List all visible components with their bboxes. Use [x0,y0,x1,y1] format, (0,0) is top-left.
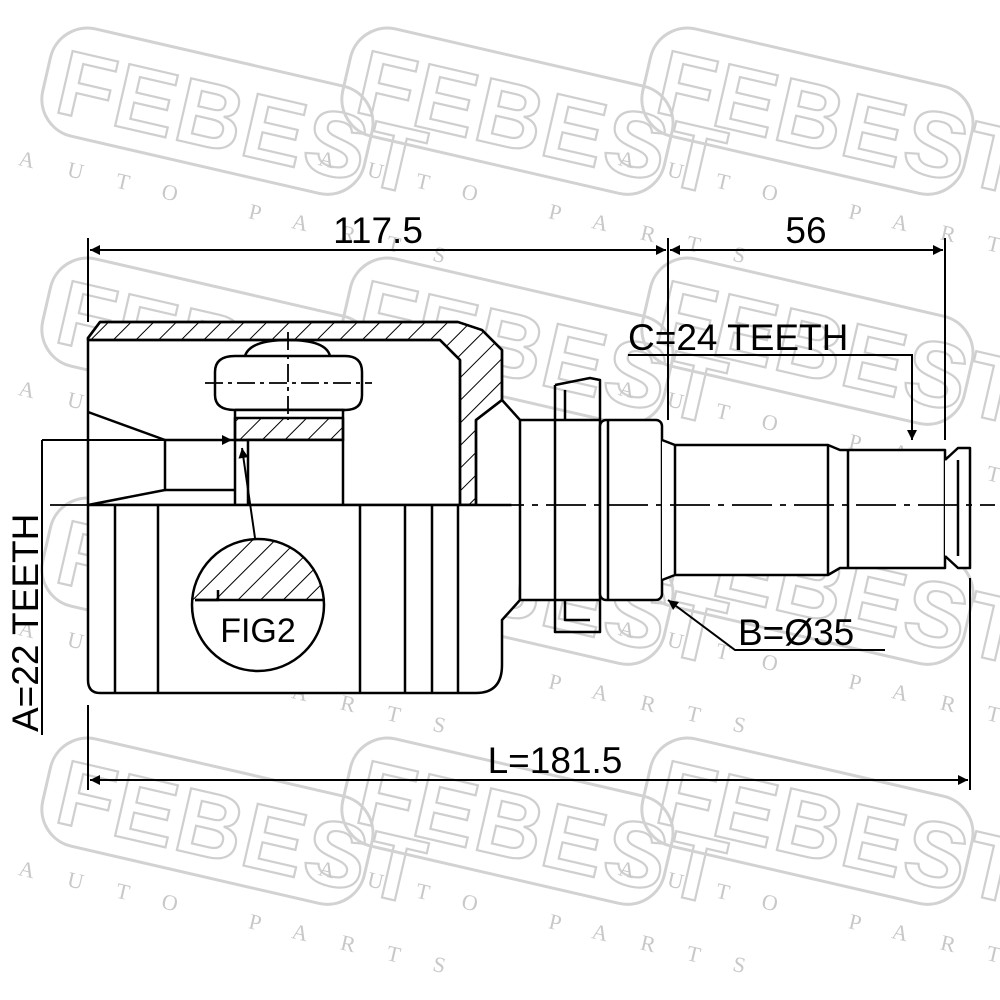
inner-spline-cone [87,410,167,507]
dim-seal-diameter: B=Ø35 [738,612,854,653]
tripod-roller [213,354,364,412]
b-leader [667,599,885,651]
dim-housing-length: 117.5 [333,210,423,251]
dim-shaft-length: 56 [785,210,826,251]
fig2-leader [238,447,256,539]
c-leader [628,354,917,440]
housing-inner-edge [88,338,462,505]
spider-hub [246,438,345,507]
dim-outer-spline: C=24 TEETH [628,317,848,358]
cv-joint-part [86,320,972,695]
trunnion-hatch [233,416,345,442]
seal-ring-top [553,376,602,420]
seal-ring-bottom [553,600,602,634]
center-lines [50,332,995,506]
seal-collar [598,418,664,602]
output-shaft [661,438,947,582]
dim-inner-spline: A=22 TEETH [5,514,46,732]
dim-overall-length: L=181.5 [488,740,623,781]
dimension-lines [41,238,971,790]
fig2-label: FIG2 [220,612,296,650]
